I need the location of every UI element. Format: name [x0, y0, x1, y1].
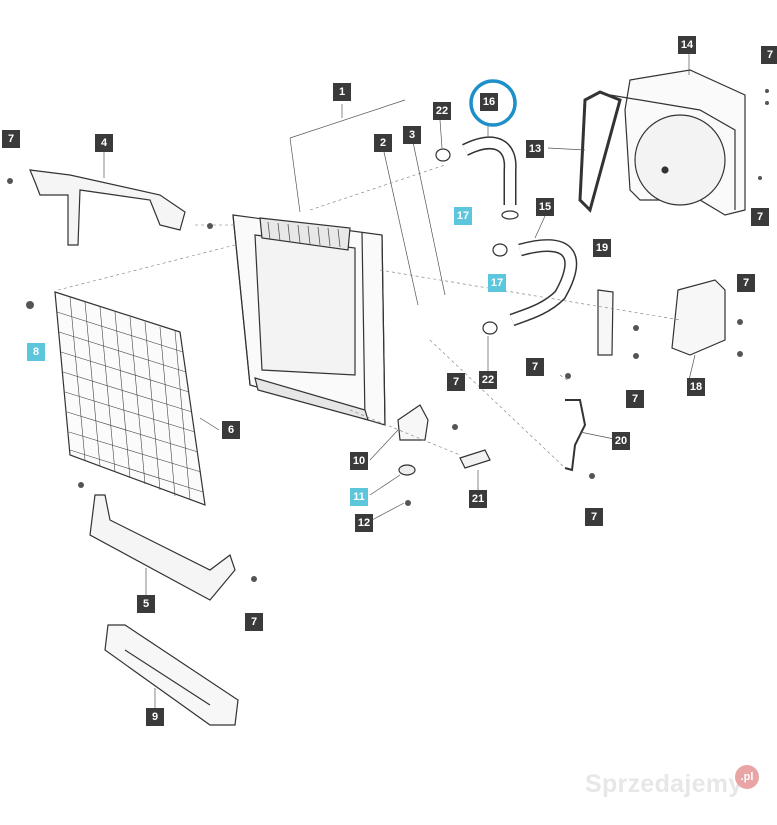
callout-10[interactable]: 10 [350, 452, 368, 470]
grille-mesh [54, 291, 206, 506]
callout-17[interactable]: 17 [488, 274, 506, 292]
callout-1[interactable]: 1 [333, 83, 351, 101]
mount-bracket [397, 404, 429, 441]
mounting-plate [597, 289, 614, 356]
callout-20[interactable]: 20 [612, 432, 630, 450]
callout-21[interactable]: 21 [469, 490, 487, 508]
callout-8[interactable]: 8 [27, 343, 45, 361]
callout-16[interactable]: 16 [480, 93, 498, 111]
watermark-badge: .pl [735, 765, 759, 789]
callout-17[interactable]: 17 [454, 207, 472, 225]
rubber-pad [459, 449, 491, 469]
callout-9[interactable]: 9 [146, 708, 164, 726]
callout-15[interactable]: 15 [536, 198, 554, 216]
callout-7[interactable]: 7 [751, 208, 769, 226]
fan-shroud [609, 69, 746, 216]
selection-ring [469, 79, 517, 127]
callout-6[interactable]: 6 [222, 421, 240, 439]
support-bar [564, 399, 587, 472]
callout-22[interactable]: 22 [433, 102, 451, 120]
callout-7[interactable]: 7 [245, 613, 263, 631]
callout-7[interactable]: 7 [761, 46, 777, 64]
callout-4[interactable]: 4 [95, 134, 113, 152]
lower-bracket [89, 494, 236, 601]
clamp [501, 210, 519, 220]
callout-3[interactable]: 3 [403, 126, 421, 144]
callout-12[interactable]: 12 [355, 514, 373, 532]
expansion-tank [671, 279, 726, 356]
callout-2[interactable]: 2 [374, 134, 392, 152]
callout-7[interactable]: 7 [526, 358, 544, 376]
callout-13[interactable]: 13 [526, 140, 544, 158]
callout-7[interactable]: 7 [447, 373, 465, 391]
upper-bracket [29, 169, 186, 246]
foam-strip [104, 624, 239, 726]
callout-19[interactable]: 19 [593, 239, 611, 257]
callout-7[interactable]: 7 [626, 390, 644, 408]
callout-7[interactable]: 7 [737, 274, 755, 292]
callout-11[interactable]: 11 [350, 488, 368, 506]
callout-7[interactable]: 7 [585, 508, 603, 526]
radiator [232, 214, 386, 426]
callout-7[interactable]: 7 [2, 130, 20, 148]
watermark: Sprzedajemy [585, 770, 743, 798]
rubber-bush [398, 464, 416, 476]
callout-22[interactable]: 22 [479, 371, 497, 389]
seal [578, 90, 622, 213]
callout-18[interactable]: 18 [687, 378, 705, 396]
clamp [492, 243, 508, 257]
clamp [435, 148, 451, 162]
callout-14[interactable]: 14 [678, 36, 696, 54]
clamp [482, 321, 498, 335]
callout-5[interactable]: 5 [137, 595, 155, 613]
